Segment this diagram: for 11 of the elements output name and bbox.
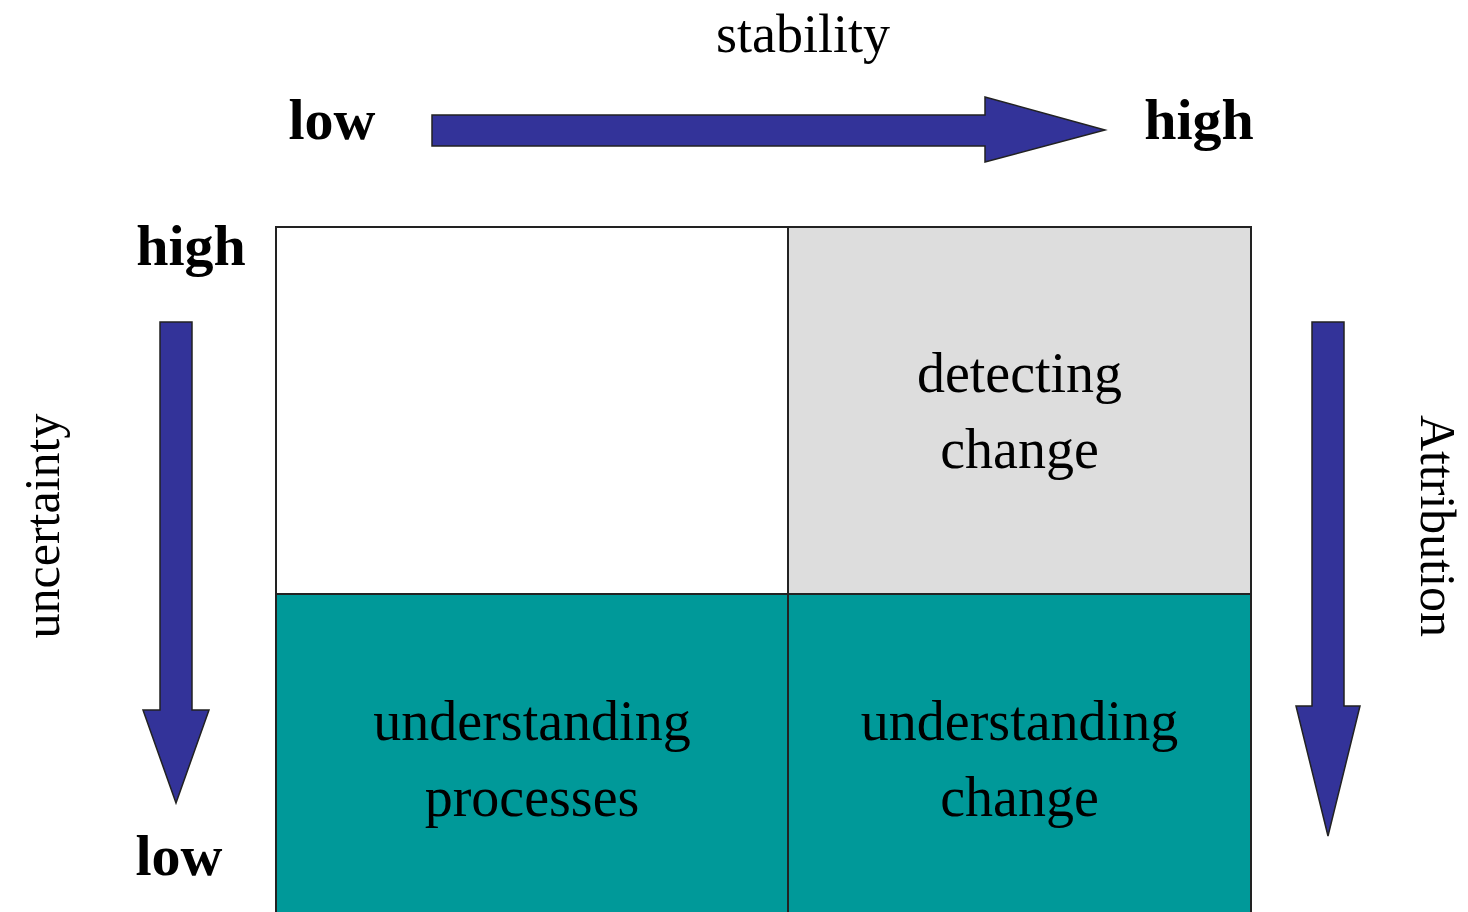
- quadrant-label: understanding processes: [372, 689, 692, 830]
- quadrant-cell: [787, 226, 1252, 595]
- quadrant-label: understanding change: [859, 689, 1180, 830]
- axis-level-label: high: [1144, 91, 1254, 149]
- quadrant-cell: [275, 593, 789, 912]
- quadrant-label: detecting change: [915, 340, 1124, 482]
- axis-level-label: low: [135, 827, 223, 885]
- axis-level-label: high: [136, 217, 246, 275]
- quadrant-cell: [787, 593, 1252, 912]
- axis-level-label: low: [288, 91, 376, 149]
- axis-title: Attribution: [1413, 414, 1463, 638]
